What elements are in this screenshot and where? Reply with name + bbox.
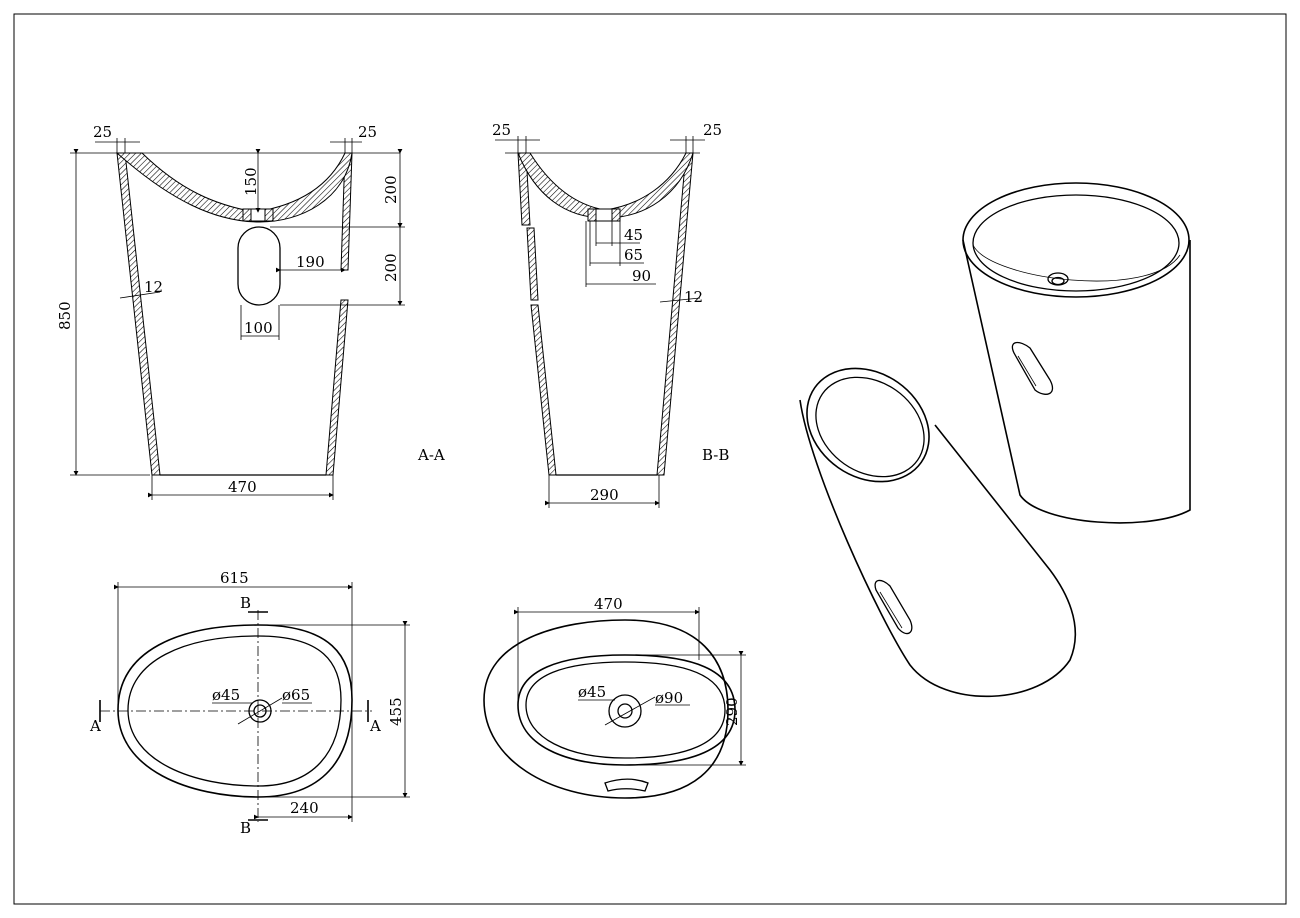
drain-inner-label: ø45 [578, 683, 606, 701]
overflow-cutout [604, 778, 649, 792]
overflow-slot [874, 579, 913, 635]
drain-outer-label: ø65 [282, 686, 310, 704]
left-wall-mid-section [526, 227, 539, 301]
section-a-left: A [89, 717, 101, 735]
dim-drain-90: 90 [632, 267, 651, 285]
dim-drain-45: 45 [624, 226, 643, 244]
basin-inner-rim [127, 635, 342, 787]
overflow-slot [1011, 341, 1054, 395]
section-aa-label: A-A [417, 446, 445, 464]
dim-base-width: 290 [590, 486, 619, 504]
dim-depth: 290 [723, 697, 741, 726]
dim-top-wall-left: 25 [93, 123, 112, 141]
section-a-right: A [369, 717, 381, 735]
top-view: ø45 ø65 615 455 240 A A B B [89, 569, 410, 837]
dim-upper-height: 200 [382, 175, 400, 204]
dim-overflow-offset: 190 [296, 253, 325, 271]
sheet-frame [13, 13, 1287, 905]
dim-top-wall-left: 25 [492, 121, 511, 139]
bottom-view: ø45 ø90 470 290 [483, 595, 746, 799]
dim-base-width: 470 [228, 478, 257, 496]
dim-depth: 455 [387, 697, 405, 726]
dim-bowl-depth: 150 [242, 167, 260, 196]
dim-wall: 12 [684, 288, 703, 306]
dim-width: 470 [594, 595, 623, 613]
dim-height: 850 [56, 301, 74, 330]
dim-drain-65: 65 [624, 246, 643, 264]
right-wall-section [656, 152, 694, 476]
perspective-view-tilted [799, 367, 1077, 698]
dim-top-wall-right: 25 [703, 121, 722, 139]
perspective-view-upright [962, 182, 1191, 524]
base-inner-ring [525, 661, 726, 759]
overflow-slot [237, 226, 281, 306]
section-b-bottom: B [240, 819, 251, 837]
dim-top-wall-right: 25 [358, 123, 377, 141]
dim-offset: 240 [290, 799, 319, 817]
section-aa-view: 850 25 25 150 200 200 190 12 100 [56, 123, 445, 500]
right-wall-lower-section [325, 299, 349, 476]
drain-outer [248, 699, 272, 723]
base-outline [483, 619, 729, 799]
base-inner-outline [517, 654, 736, 766]
drain-outer [608, 694, 642, 728]
bowl-section [517, 152, 694, 219]
section-b-top: B [240, 594, 251, 612]
drain-inner [253, 704, 267, 718]
dim-width: 615 [220, 569, 249, 587]
section-bb-view: 25 25 45 65 90 12 290 B-B [492, 121, 729, 508]
dim-overflow-width: 100 [244, 319, 273, 337]
drain-inner [617, 703, 633, 719]
bowl-section [115, 152, 353, 223]
left-wall-section [116, 152, 161, 476]
section-bb-label: B-B [702, 446, 729, 464]
dim-wall: 12 [144, 278, 163, 296]
left-wall-lower-section [530, 304, 557, 476]
drain-inner-label: ø45 [212, 686, 240, 704]
drain-bore [595, 208, 613, 222]
dim-lower-height: 200 [382, 253, 400, 282]
drain-outer-label: ø90 [655, 689, 683, 707]
